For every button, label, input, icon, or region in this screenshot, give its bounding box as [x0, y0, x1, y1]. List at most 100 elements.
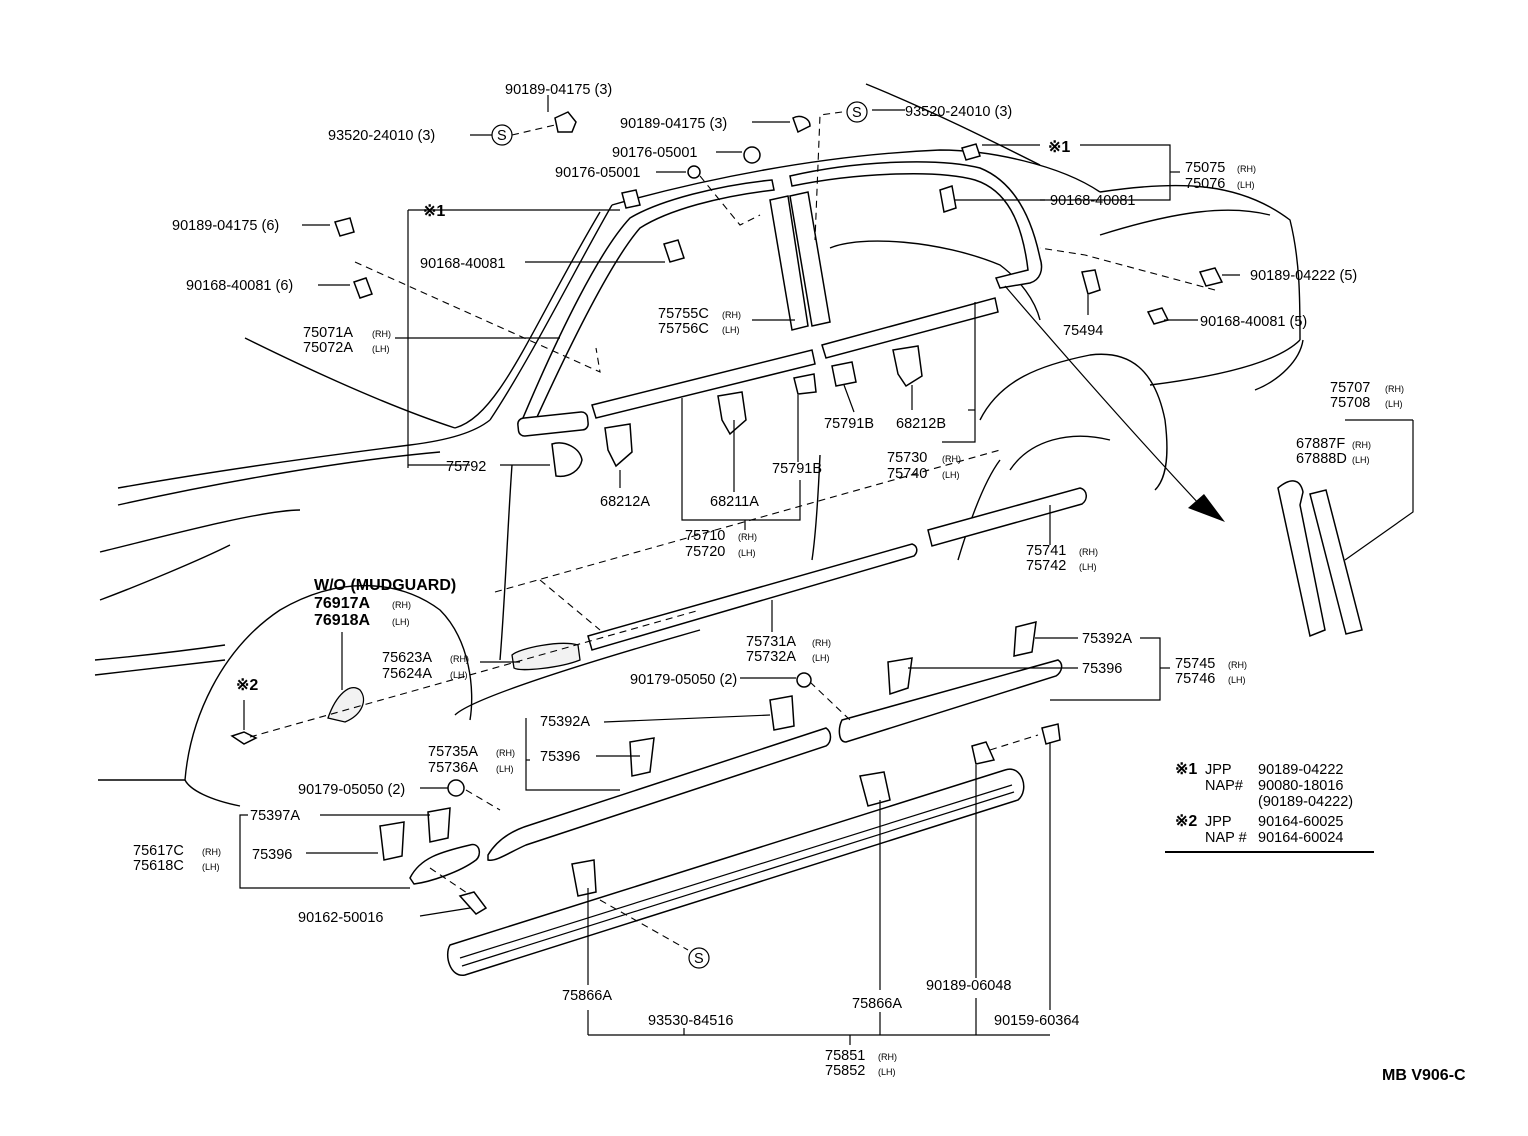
- s-mark-1: S: [497, 128, 507, 144]
- label-75072A: 75072A: [303, 340, 353, 356]
- label-75392A-mid: 75392A: [540, 714, 590, 730]
- suffix-75745-rh: (RH): [1228, 660, 1247, 670]
- label-76917A: 76917A: [314, 595, 370, 612]
- label-90189-04175-6: 90189-04175 (6): [172, 218, 279, 234]
- note2-mark: ※2: [1175, 813, 1197, 830]
- belt-moulding-rear: [821, 297, 999, 359]
- label-75851: 75851: [825, 1048, 865, 1064]
- suffix-75746-lh: (LH): [1228, 675, 1246, 685]
- label-75396-left: 75396: [252, 847, 292, 863]
- label-75791B-a: 75791B: [824, 416, 874, 432]
- suffix-75071A-rh: (RH): [372, 329, 391, 339]
- suffix-75720-lh: (LH): [738, 548, 756, 558]
- label-75732A: 75732A: [746, 649, 796, 665]
- label-90176-05001-b: 90176-05001: [555, 165, 640, 181]
- suffix-67887F-rh: (RH): [1352, 440, 1371, 450]
- suffix-67888D-lh: (LH): [1352, 455, 1370, 465]
- label-75075: 75075: [1185, 160, 1225, 176]
- note2-jpp-key: JPP: [1205, 814, 1232, 830]
- label-90168-40081-6: 90168-40081 (6): [186, 278, 293, 294]
- part-labels: 90189-04175 (3) 93520-24010 (3) 90189-04…: [133, 82, 1466, 1084]
- note1-jpp-val: 90189-04222: [1258, 762, 1343, 778]
- door-moulding-rear: [927, 487, 1087, 547]
- label-90189-06048: 90189-06048: [926, 978, 1011, 994]
- window-frame-moulding-rear: [789, 161, 1043, 289]
- label-68212A: 68212A: [600, 494, 650, 510]
- label-67888D: 67888D: [1296, 451, 1347, 467]
- label-68211A: 68211A: [710, 494, 759, 510]
- label-75756C: 75756C: [658, 321, 709, 337]
- label-75852: 75852: [825, 1063, 865, 1079]
- label-75746: 75746: [1175, 671, 1215, 687]
- label-75708: 75708: [1330, 395, 1370, 411]
- label-90179-05050-2-left: 90179-05050 (2): [298, 782, 405, 798]
- label-90176-05001-a: 90176-05001: [612, 145, 697, 161]
- quarter-moulding: [838, 659, 1063, 743]
- suffix-75617C-rh: (RH): [202, 847, 221, 857]
- label-68212B: 68212B: [896, 416, 946, 432]
- rear-garnish-pair: [1277, 480, 1363, 638]
- suffix-75708-lh: (LH): [1385, 399, 1403, 409]
- suffix-75624A-lh: (LH): [450, 670, 468, 680]
- diagram-code: MB V906-C: [1382, 1067, 1466, 1084]
- suffix-76917A-rh: (RH): [392, 600, 411, 610]
- window-frame-moulding-front: [517, 179, 775, 437]
- s-mark-2: S: [852, 105, 862, 121]
- suffix-75736A-lh: (LH): [496, 764, 514, 774]
- label-75623A: 75623A: [382, 650, 432, 666]
- label-75397A: 75397A: [250, 808, 300, 824]
- label-75731A: 75731A: [746, 634, 796, 650]
- suffix-75851-rh: (RH): [878, 1052, 897, 1062]
- label-wo-mudguard: W/O (MUDGUARD): [314, 577, 456, 594]
- label-75392A-right: 75392A: [1082, 631, 1132, 647]
- label-76918A: 76918A: [314, 612, 370, 629]
- label-75735A: 75735A: [428, 744, 478, 760]
- suffix-75072A-lh: (LH): [372, 344, 390, 354]
- label-90189-04175-3-mid: 90189-04175 (3): [620, 116, 727, 132]
- label-75866A-right: 75866A: [852, 996, 902, 1012]
- s-mark-3: S: [694, 951, 704, 967]
- label-75396-mid: 75396: [540, 749, 580, 765]
- note1-nap-key: NAP#: [1205, 778, 1243, 794]
- label-90168-40081-center: 90168-40081: [420, 256, 505, 272]
- label-75720: 75720: [685, 544, 725, 560]
- door-moulding-front: [511, 543, 918, 671]
- label-75707: 75707: [1330, 380, 1370, 396]
- leader-lines: [239, 95, 1414, 1045]
- mudguard: [327, 687, 365, 723]
- label-75617C: 75617C: [133, 843, 184, 859]
- suffix-75731A-rh: (RH): [812, 638, 831, 648]
- label-75730: 75730: [887, 450, 927, 466]
- label-93530-84516: 93530-84516: [648, 1013, 733, 1029]
- label-75740: 75740: [887, 466, 927, 482]
- suffix-75710-rh: (RH): [738, 532, 757, 542]
- notes-box: ※1 JPP 90189-04222 NAP# 90080-18016 (901…: [1165, 761, 1374, 853]
- suffix-75707-rh: (RH): [1385, 384, 1404, 394]
- label-90168-40081-right: 90168-40081: [1050, 193, 1135, 209]
- label-67887F: 67887F: [1296, 436, 1345, 452]
- label-note1-top: ※1: [1048, 139, 1070, 156]
- suffix-75756C-lh: (LH): [722, 325, 740, 335]
- suffix-75075-rh: (RH): [1237, 164, 1256, 174]
- label-90189-04175-3-top: 90189-04175 (3): [505, 82, 612, 98]
- fender-moulding: [409, 843, 481, 885]
- suffix-75740-lh: (LH): [942, 470, 960, 480]
- label-75755C: 75755C: [658, 306, 709, 322]
- note1-jpp-key: JPP: [1205, 762, 1232, 778]
- door-lower-moulding: [487, 727, 832, 861]
- belt-moulding-front: [591, 349, 816, 419]
- suffix-76918A-lh: (LH): [392, 617, 410, 627]
- suffix-75623A-rh: (RH): [450, 654, 469, 664]
- label-90159-60364: 90159-60364: [994, 1013, 1079, 1029]
- label-75745: 75745: [1175, 656, 1215, 672]
- note2-nap-val: 90164-60024: [1258, 830, 1343, 846]
- label-note2-left: ※2: [236, 677, 258, 694]
- label-75741: 75741: [1026, 543, 1066, 559]
- suffix-75730-rh: (RH): [942, 454, 961, 464]
- label-75791B-b: 75791B: [772, 461, 822, 477]
- suffix-75742-lh: (LH): [1079, 562, 1097, 572]
- label-75618C: 75618C: [133, 858, 184, 874]
- label-90168-40081-5: 90168-40081 (5): [1200, 314, 1307, 330]
- label-75076: 75076: [1185, 176, 1225, 192]
